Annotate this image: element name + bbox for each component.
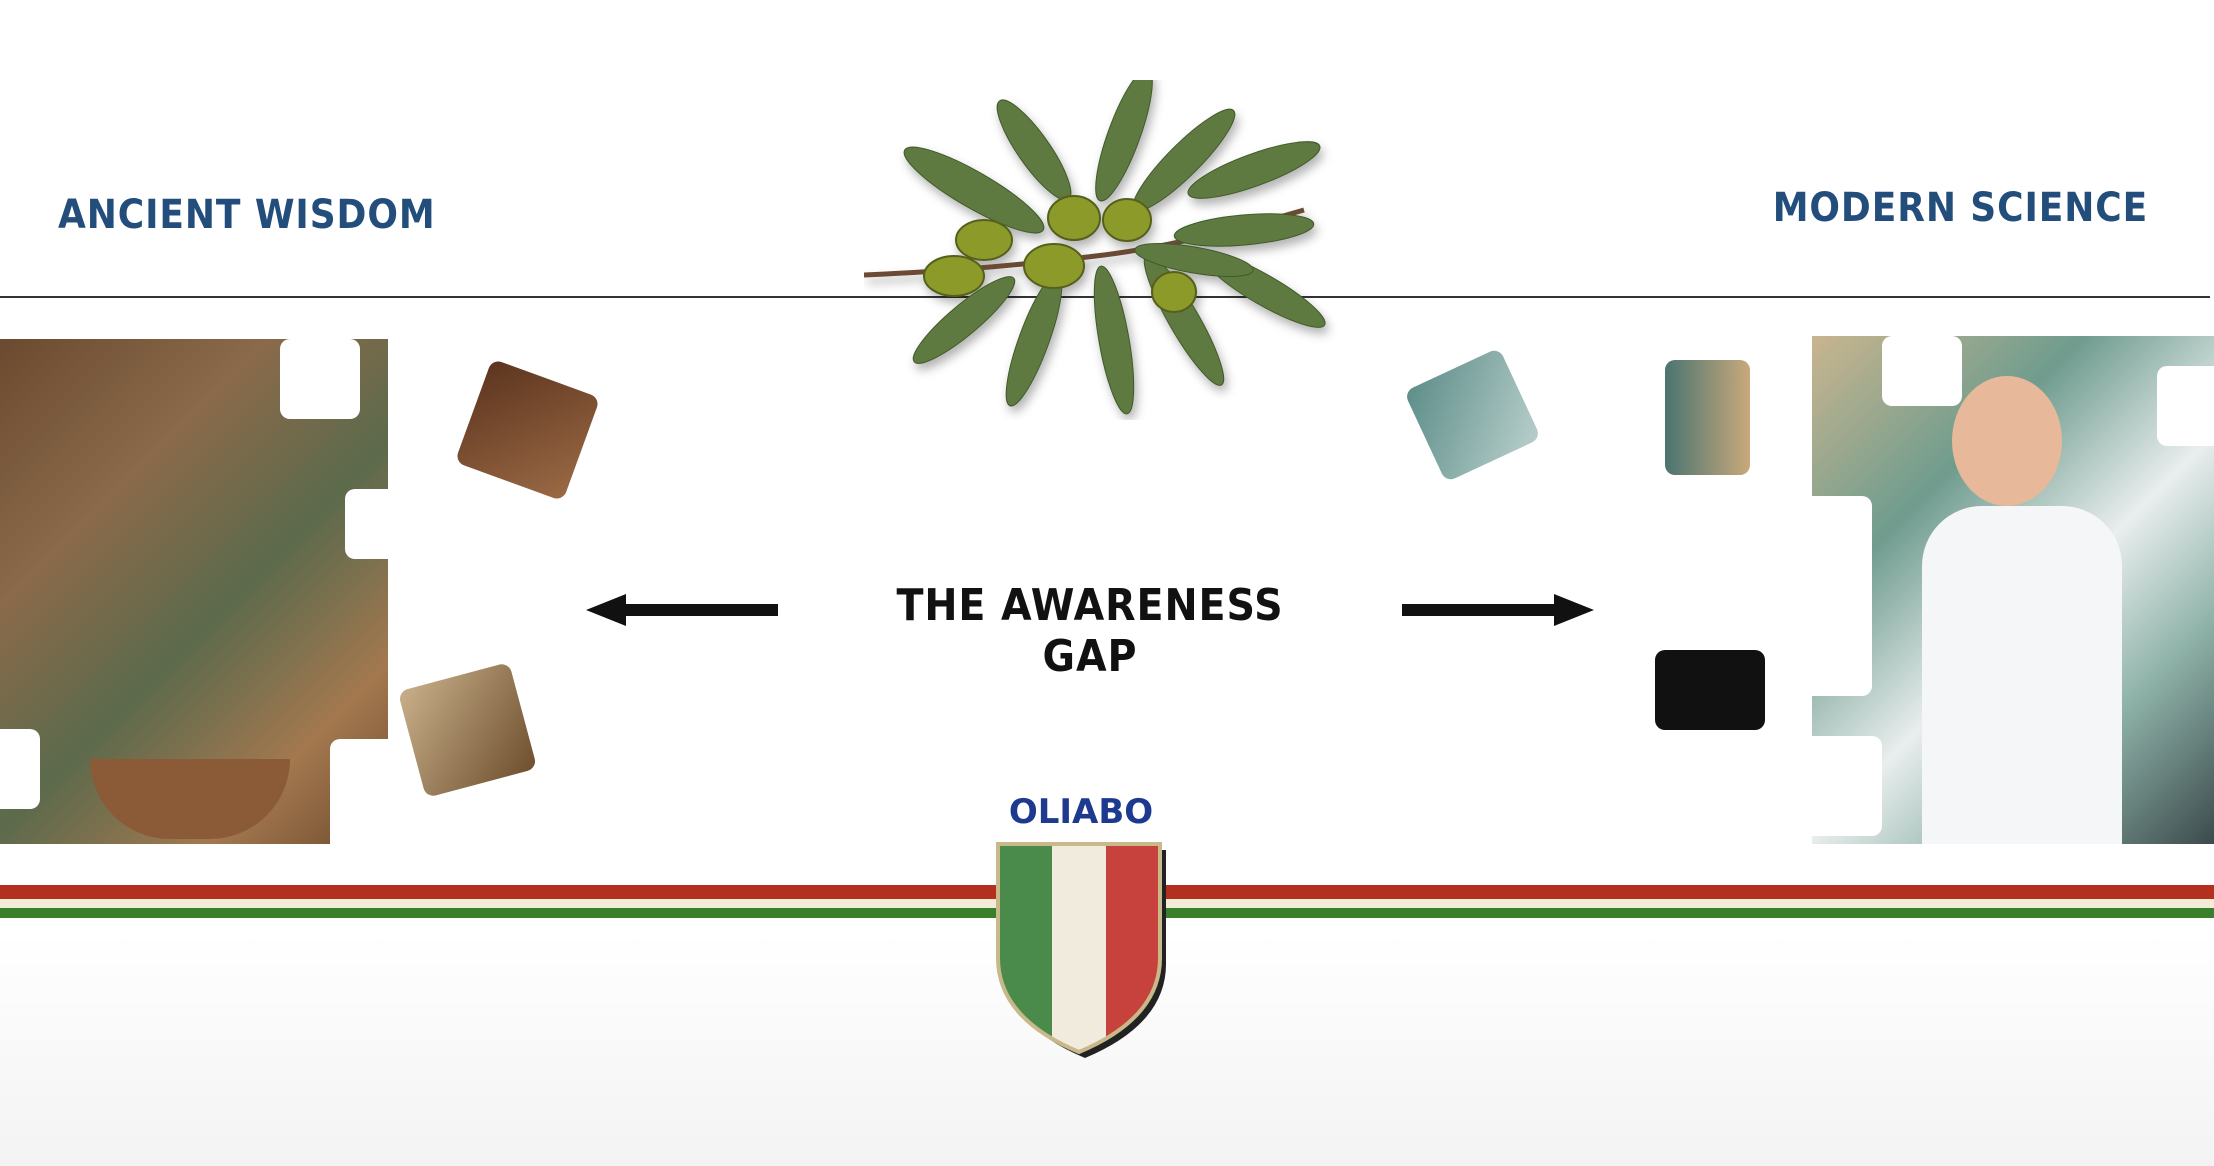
puzzle-piece-icon [1655, 650, 1765, 730]
scientist-illustration [1812, 336, 2214, 844]
oliabo-logo-text: OLIABO [1008, 792, 1154, 832]
ancient-craftsman-illustration [0, 339, 388, 844]
olive-branch-icon [864, 80, 1326, 415]
puzzle-piece-icon [1403, 347, 1542, 483]
ancient-wisdom-heading: ANCIENT WISDOM [58, 192, 436, 238]
italian-shield-icon [996, 842, 1166, 1058]
arrow-right-icon [1402, 594, 1594, 626]
arrow-left-icon [586, 594, 778, 626]
modern-science-heading: MODERN SCIENCE [1772, 185, 2148, 231]
puzzle-piece-icon [397, 661, 538, 799]
puzzle-piece-icon [454, 358, 601, 502]
puzzle-piece-icon [1665, 360, 1750, 475]
awareness-gap-label: THE AWARENESS GAP [896, 580, 1284, 682]
